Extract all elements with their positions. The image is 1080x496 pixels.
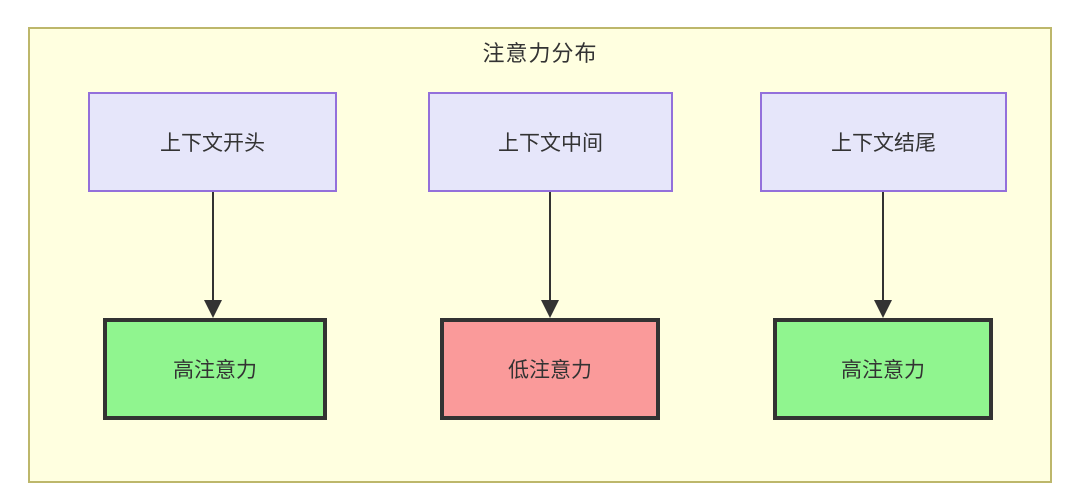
subgraph-title: 注意力分布: [482, 41, 598, 66]
node-context-start[interactable]: 上下文开头: [88, 92, 337, 192]
node-attention-high-start[interactable]: 高注意力: [103, 318, 327, 420]
node-context-end[interactable]: 上下文结尾: [760, 92, 1007, 192]
node-context-middle-label: 上下文中间: [498, 132, 603, 155]
node-context-middle[interactable]: 上下文中间: [428, 92, 673, 192]
node-attention-low-middle[interactable]: 低注意力: [440, 318, 660, 420]
node-attention-high-end-label: 高注意力: [841, 359, 925, 382]
node-attention-high-start-label: 高注意力: [173, 359, 257, 382]
node-context-start-label: 上下文开头: [160, 132, 265, 155]
node-attention-high-end[interactable]: 高注意力: [773, 318, 993, 420]
node-context-end-label: 上下文结尾: [831, 132, 936, 155]
node-attention-low-middle-label: 低注意力: [508, 359, 592, 382]
